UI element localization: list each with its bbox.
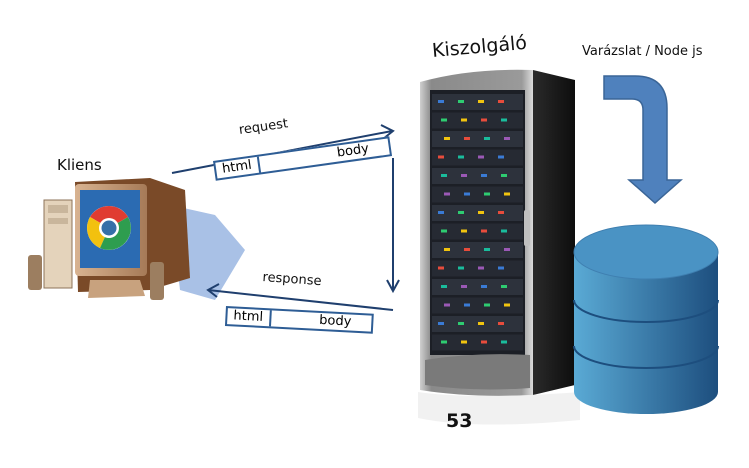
- rack-unit: [432, 131, 523, 147]
- rack-led: [441, 340, 447, 344]
- rack-unit: [432, 168, 523, 184]
- rack-led: [478, 322, 484, 325]
- rack-unit: [432, 242, 523, 258]
- rack-led: [501, 118, 507, 122]
- rack-led: [498, 322, 504, 325]
- request-packet-head: html: [215, 156, 261, 179]
- rack-led: [478, 211, 484, 214]
- rack-unit: [432, 297, 523, 314]
- rack-led: [441, 229, 447, 233]
- rack-led: [461, 118, 467, 122]
- rack-led: [498, 155, 504, 159]
- rack-led: [504, 303, 510, 307]
- rack-led: [444, 248, 450, 251]
- rack-led: [458, 155, 464, 159]
- rack-unit: [432, 94, 523, 110]
- database-label: Varázslat / Node js: [582, 44, 703, 59]
- rack-led: [478, 100, 484, 103]
- rack-led: [461, 285, 467, 288]
- processing-arrow: [386, 158, 400, 294]
- client-label: Kliens: [57, 156, 102, 174]
- rack-unit: [432, 279, 523, 295]
- rack-unit: [432, 112, 523, 129]
- rack-led: [438, 100, 444, 103]
- rack-led: [498, 100, 504, 103]
- rack-unit: [432, 316, 523, 332]
- rack-led: [501, 174, 507, 177]
- rack-led: [464, 192, 470, 196]
- rack-led: [504, 137, 510, 140]
- rack-led: [464, 137, 470, 140]
- response-packet-body: body: [318, 312, 352, 330]
- rack-unit: [432, 334, 523, 351]
- rack-led: [444, 303, 450, 307]
- rack-led: [481, 118, 487, 122]
- rack-unit: [432, 205, 523, 221]
- rack-led: [438, 322, 444, 325]
- rack-led: [501, 285, 507, 288]
- rack-led: [441, 174, 447, 177]
- page-number: 53: [446, 410, 473, 432]
- rack-led: [481, 229, 487, 233]
- rack-led: [498, 211, 504, 214]
- rack-led: [464, 248, 470, 251]
- rack-unit: [432, 186, 523, 203]
- rack-led: [438, 211, 444, 214]
- rack-led: [484, 248, 490, 251]
- rack-led: [438, 155, 444, 159]
- rack-led: [481, 174, 487, 177]
- rack-led: [461, 229, 467, 233]
- rack-led: [484, 192, 490, 196]
- rack-unit: [432, 149, 523, 166]
- rack-led: [484, 137, 490, 140]
- rack-led: [481, 285, 487, 288]
- rack-led: [484, 303, 490, 307]
- response-arrow: [206, 283, 394, 311]
- rack-led: [461, 340, 467, 344]
- rack-led: [458, 100, 464, 103]
- rack-led: [458, 266, 464, 270]
- rack-led: [458, 322, 464, 325]
- rack-led: [441, 118, 447, 122]
- rack-led: [504, 248, 510, 251]
- rack-led: [481, 340, 487, 344]
- rack-led: [501, 229, 507, 233]
- rack-led: [464, 303, 470, 307]
- rack-led: [441, 285, 447, 288]
- rack-led: [498, 266, 504, 270]
- rack-led: [504, 192, 510, 196]
- rack-led: [461, 174, 467, 177]
- rack-led: [458, 211, 464, 214]
- database-cylinder-icon: [573, 224, 719, 414]
- rack-led: [501, 340, 507, 344]
- rack-led: [478, 266, 484, 270]
- rack-led: [444, 192, 450, 196]
- client-computer-icon: [28, 178, 245, 300]
- rack-led: [444, 137, 450, 140]
- response-packet-head: html: [227, 308, 272, 327]
- server-rack-icon: [418, 69, 580, 425]
- rack-unit: [432, 260, 523, 277]
- rack-led: [478, 155, 484, 159]
- process-to-database-arrow: [603, 75, 683, 205]
- rack-unit: [432, 223, 523, 240]
- rack-led: [438, 266, 444, 270]
